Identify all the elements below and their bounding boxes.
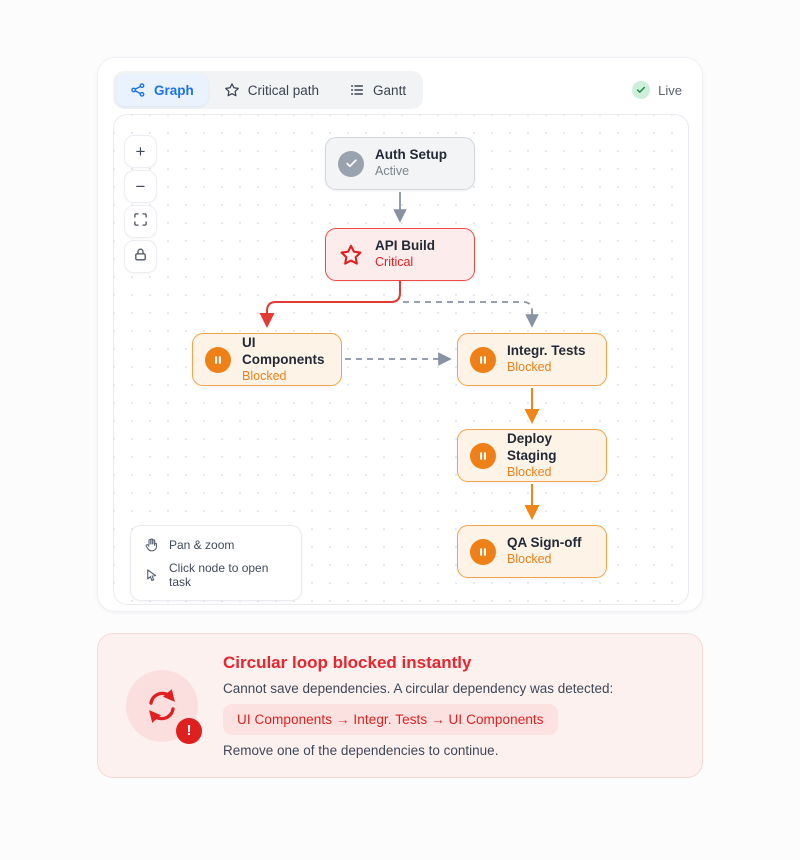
node-title: Auth Setup (375, 147, 447, 163)
cycle-illustration: ! (126, 669, 202, 744)
tab-gantt[interactable]: Gantt (335, 74, 420, 106)
hint-label: Click node to open task (169, 561, 269, 589)
node-status: Critical (375, 255, 414, 270)
tab-critical-path[interactable]: Critical path (210, 74, 333, 106)
node-title: Deploy Staging (507, 430, 557, 463)
plus-icon: + (135, 141, 146, 161)
lock-button[interactable] (124, 240, 157, 273)
node-qa-sign-off[interactable]: QA Sign-off Blocked (457, 525, 607, 578)
canvas-hint-box: Pan & zoom Click node to open task (130, 525, 302, 601)
edge-api-build-ui-components (259, 281, 401, 328)
alert-message: Cannot save dependencies. A circular dep… (223, 681, 614, 696)
node-status: Active (375, 164, 410, 179)
dependency-cycle-chip: UI Components → Integr. Tests → UI Compo… (223, 704, 558, 735)
exclamation-mark: ! (186, 722, 192, 739)
node-ui-components[interactable]: UI Components Blocked (192, 333, 342, 386)
zoom-in-button[interactable]: + (124, 135, 157, 168)
node-auth-setup[interactable]: Auth Setup Active (325, 137, 475, 190)
node-status: Blocked (507, 360, 552, 375)
tab-label: Critical path (247, 82, 320, 98)
lock-icon (133, 247, 148, 267)
hint-pan-zoom: Pan & zoom (144, 537, 288, 552)
fit-view-button[interactable] (124, 205, 157, 238)
tab-label: Gantt (373, 82, 407, 98)
node-title: QA Sign-off (507, 535, 582, 551)
pause-icon (470, 346, 496, 373)
exclamation-badge: ! (176, 717, 202, 744)
node-status: Blocked (507, 552, 552, 567)
check-circle-icon (632, 81, 651, 99)
node-title: Integr. Tests (507, 343, 586, 359)
hint-label: Pan & zoom (169, 537, 235, 552)
node-status: Blocked (242, 368, 287, 383)
node-integr-tests[interactable]: Integr. Tests Blocked (457, 333, 607, 386)
alert-title: Circular loop blocked instantly (223, 653, 472, 672)
alert-body: Circular loop blocked instantly Cannot s… (223, 653, 613, 758)
node-api-build[interactable]: API Build Critical (325, 228, 475, 281)
node-title: UI Components (242, 334, 325, 367)
live-label: Live (658, 82, 682, 98)
hint-click-node: Click node to open task (144, 561, 288, 589)
dependency-graph-panel: Graph Critical path (97, 57, 703, 612)
edge-api-build-integr-tests (403, 301, 539, 328)
star-icon (338, 242, 364, 268)
node-title: API Build (375, 238, 435, 254)
circular-dependency-alert: ! Circular loop blocked instantly Cannot… (97, 633, 703, 778)
graph-canvas[interactable]: + − Auth Setup (113, 114, 689, 605)
hand-icon (145, 538, 158, 552)
list-icon (349, 82, 365, 98)
graph-icon (130, 82, 146, 98)
tab-label: Graph (154, 82, 194, 98)
check-icon (338, 150, 364, 177)
star-icon (224, 82, 240, 98)
fit-view-icon (133, 212, 148, 232)
pause-icon (470, 538, 496, 565)
zoom-out-button[interactable]: − (124, 170, 157, 203)
node-deploy-staging[interactable]: Deploy Staging Blocked (457, 429, 607, 482)
pause-icon (470, 442, 496, 469)
pause-icon (205, 346, 231, 373)
panel-header: Graph Critical path (98, 58, 702, 109)
canvas-controls: + − (124, 135, 157, 273)
node-status: Blocked (507, 464, 552, 479)
minus-icon: − (135, 176, 146, 196)
live-status-badge: Live (632, 81, 682, 99)
tab-graph[interactable]: Graph (116, 74, 208, 106)
view-tabs: Graph Critical path (113, 71, 424, 109)
cursor-icon (147, 568, 157, 581)
alert-footer: Remove one of the dependencies to contin… (223, 743, 499, 758)
